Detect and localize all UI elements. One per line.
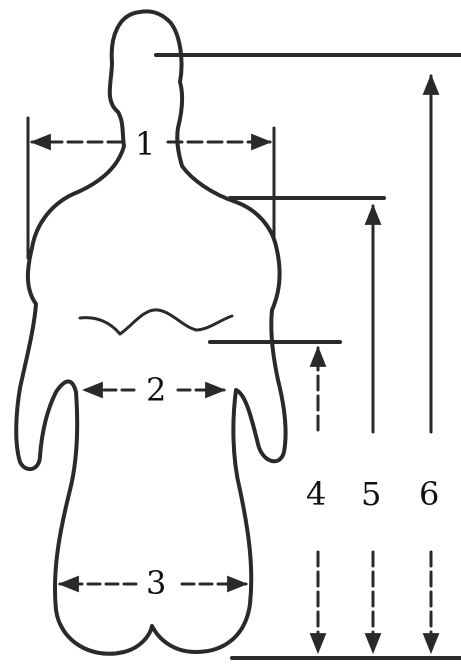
body-silhouette bbox=[16, 11, 285, 653]
label-1: 1 bbox=[135, 125, 155, 163]
label-3: 3 bbox=[146, 564, 166, 602]
label-5: 5 bbox=[361, 475, 381, 513]
waistline-contour bbox=[80, 310, 232, 334]
label-4: 4 bbox=[306, 475, 326, 513]
label-2: 2 bbox=[146, 371, 166, 409]
label-6: 6 bbox=[419, 475, 439, 513]
